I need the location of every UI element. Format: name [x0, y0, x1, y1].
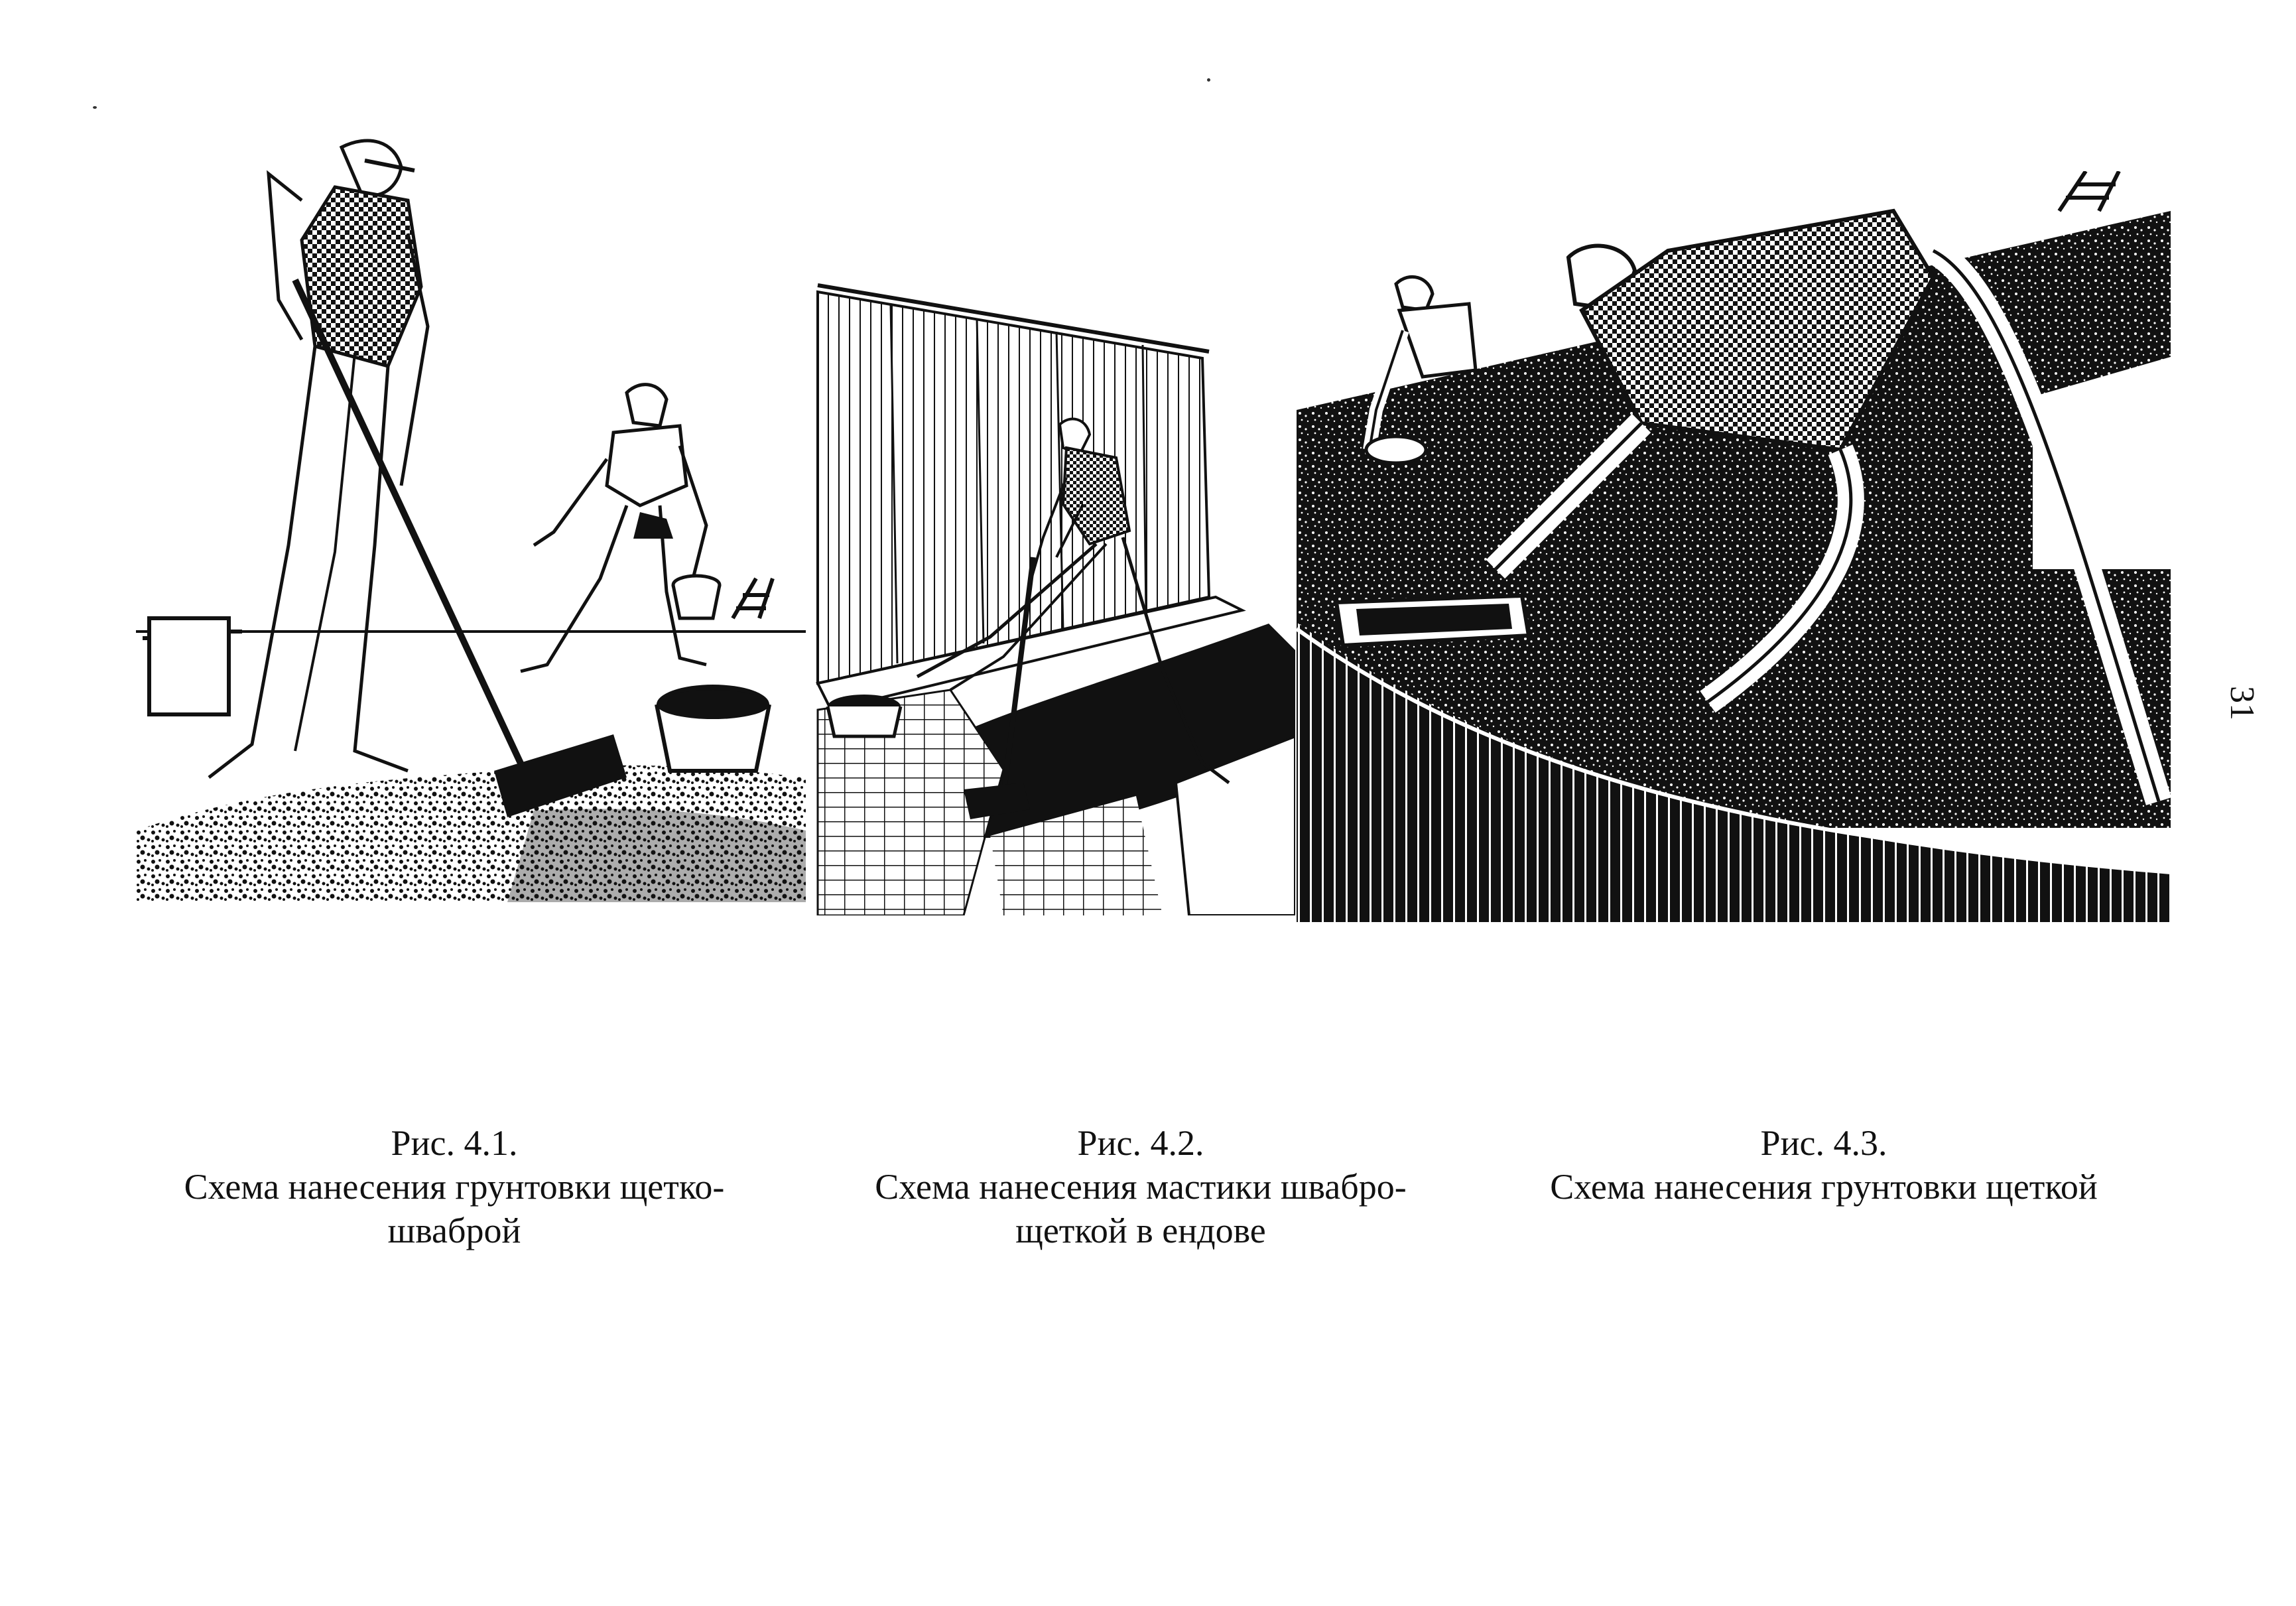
- figure-number: Рис. 4.3.: [1760, 1123, 1887, 1163]
- figure-4-3-illustration: [1297, 171, 2171, 922]
- figure-4-3-caption: Рис. 4.3. Схема нанесения грунтовки щетк…: [1505, 1121, 2142, 1209]
- figure-number: Рис. 4.2.: [1077, 1123, 1204, 1163]
- figure-caption-text: Схема нанесения мастики швабро-щеткой в …: [875, 1167, 1407, 1250]
- figure-4-2-illustration: [804, 106, 1295, 915]
- figure-4-1-caption: Рис. 4.1. Схема нанесения грунтовки щетк…: [136, 1121, 773, 1252]
- figure-caption-text: Схема нанесения грунтовки щетко-шваброй: [184, 1167, 725, 1250]
- page-number: 31: [2223, 686, 2261, 720]
- scan-speck: [1207, 78, 1210, 82]
- figure-4-2-caption: Рис. 4.2. Схема нанесения мастики швабро…: [822, 1121, 1459, 1252]
- figure-number: Рис. 4.1.: [391, 1123, 518, 1163]
- scan-speck: [93, 106, 97, 109]
- figure-4-1-illustration: [136, 114, 806, 902]
- figure-caption-text: Схема нанесения грунтовки щеткой: [1550, 1167, 2098, 1207]
